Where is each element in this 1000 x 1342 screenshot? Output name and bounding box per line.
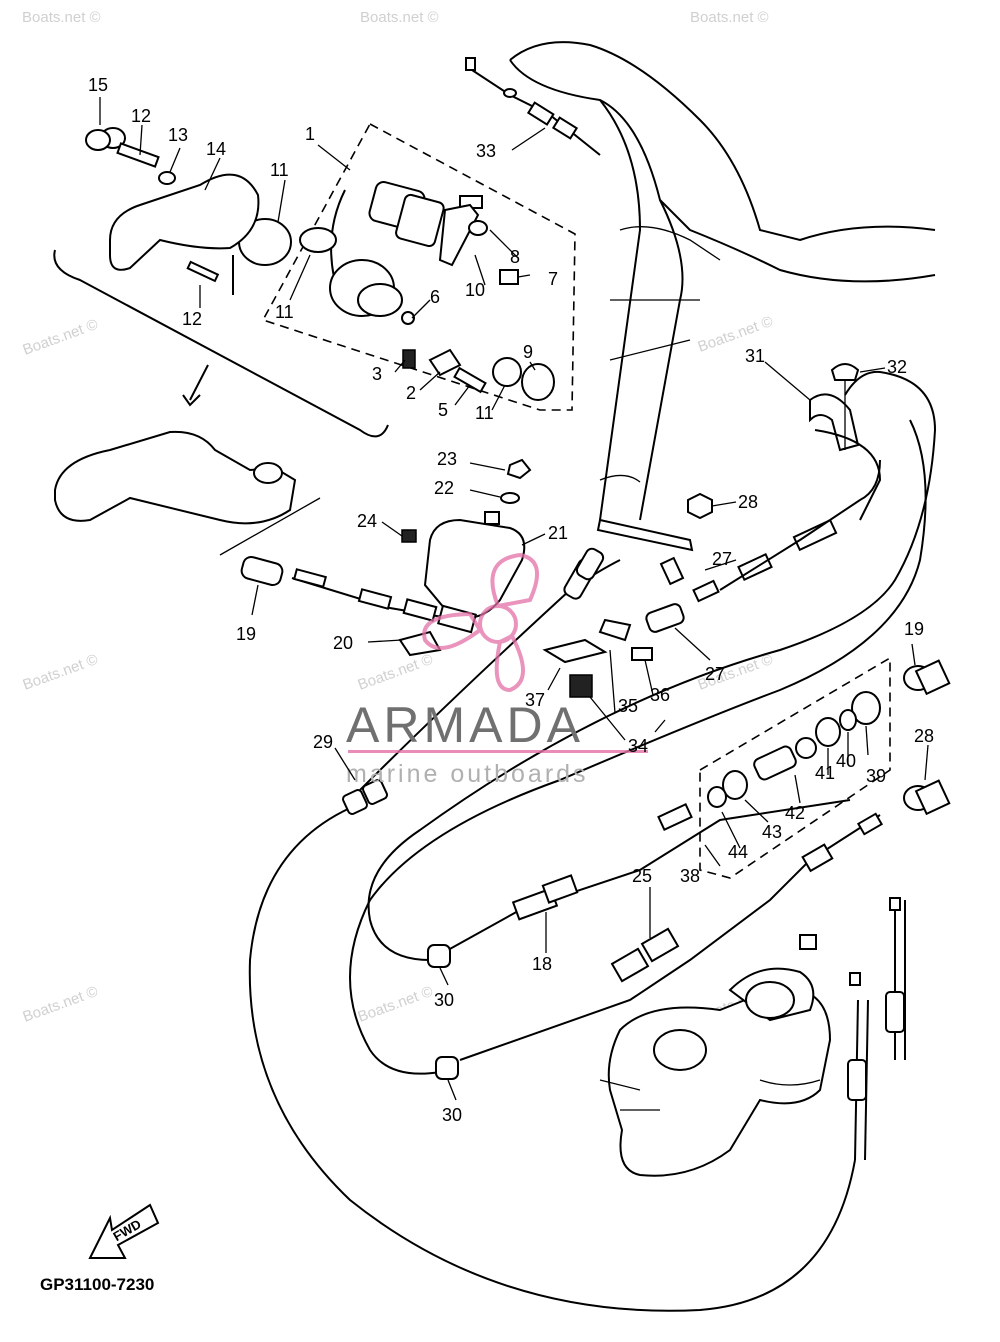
callout-28: 28 xyxy=(738,492,758,512)
callout-16: 14 xyxy=(206,139,226,159)
watermark-layer: Boats.net © Boats.net © Boats.net © Boat… xyxy=(21,9,776,1026)
callout-10: 10 xyxy=(465,280,485,300)
callout-35: 35 xyxy=(618,696,638,716)
callout-32: 32 xyxy=(887,357,907,377)
callout-30-lower: 30 xyxy=(442,1105,462,1125)
bracket-parts xyxy=(542,618,653,698)
throttle-body-21 xyxy=(240,458,532,657)
callout-11-lower: 11 xyxy=(475,403,494,423)
callout-15: 13 xyxy=(168,125,188,145)
fwd-arrow-icon: FWD xyxy=(88,1203,160,1259)
callout-19-right: 19 xyxy=(904,619,924,639)
callout-30-upper: 30 xyxy=(434,990,454,1010)
watermark: Boats.net © xyxy=(22,9,101,26)
logo-underline xyxy=(348,750,648,753)
watermark: Boats.net © xyxy=(356,651,436,694)
cable-clamp-31 xyxy=(809,363,882,521)
callout-36: 36 xyxy=(650,685,670,705)
callout-44: 44 xyxy=(728,842,748,862)
armada-logo: ARMADA marine outboards xyxy=(346,552,648,788)
carburetor-assembly xyxy=(599,897,905,1177)
watermark: Boats.net © xyxy=(21,316,101,359)
throttle-lever-16 xyxy=(53,129,389,438)
callout-26: 27 xyxy=(712,549,732,569)
callout-18: 18 xyxy=(532,954,552,974)
logo-brand-text: ARMADA xyxy=(346,697,584,753)
callout-19-left: 19 xyxy=(236,624,256,644)
callout-39: 39 xyxy=(866,766,886,786)
callout-5: 5 xyxy=(438,400,448,420)
throttle-cable-33 xyxy=(465,57,601,156)
callout-31: 31 xyxy=(745,346,765,366)
callout-33: 33 xyxy=(476,141,496,161)
watermark: Boats.net © xyxy=(21,983,101,1026)
logo-tagline-text: marine outboards xyxy=(346,760,589,788)
callout-20: 20 xyxy=(333,633,353,653)
lever-side-view xyxy=(54,430,321,556)
diagram-code: GP31100-7230 xyxy=(40,1275,154,1294)
adjuster-assembly-38 xyxy=(699,656,951,879)
callout-labels: 15 12 13 14 1 11 8 7 10 11 12 6 9 3 2 5 … xyxy=(88,75,934,1125)
callout-34: 34 xyxy=(628,736,648,756)
callout-17: 15 xyxy=(88,75,108,95)
cable-fittings xyxy=(342,459,884,1080)
callout-38: 38 xyxy=(680,866,700,886)
callout-22: 22 xyxy=(434,478,454,498)
watermark: Boats.net © xyxy=(356,983,436,1026)
throttle-housing-assembly xyxy=(100,123,576,411)
callout-21: 21 xyxy=(548,523,568,543)
watermark: Boats.net © xyxy=(360,9,439,26)
callout-27-right: 28 xyxy=(914,726,934,746)
handlebar-assembly xyxy=(509,41,936,552)
callout-23: 23 xyxy=(437,449,457,469)
callout-29: 29 xyxy=(313,732,333,752)
callout-1: 1 xyxy=(305,124,315,144)
callout-2: 2 xyxy=(406,383,416,403)
watermark: Boats.net © xyxy=(21,651,101,694)
callout-13: 12 xyxy=(182,309,202,329)
callout-11-upper: 11 xyxy=(275,302,294,322)
callout-3: 3 xyxy=(372,364,382,384)
callout-37: 37 xyxy=(525,690,545,710)
callout-43: 43 xyxy=(762,822,782,842)
propeller-logo-icon xyxy=(422,552,540,693)
callout-24: 24 xyxy=(357,511,377,531)
callout-14: 12 xyxy=(131,106,151,126)
callout-7: 7 xyxy=(548,269,558,289)
cable-loops xyxy=(248,370,937,1312)
callout-12: 11 xyxy=(270,160,289,180)
callout-25: 25 xyxy=(632,866,652,886)
callout-6: 6 xyxy=(430,287,440,307)
watermark: Boats.net © xyxy=(690,9,769,26)
callout-42: 42 xyxy=(785,803,805,823)
leader-lines xyxy=(99,97,929,1101)
callout-9: 9 xyxy=(523,342,533,362)
callout-41: 41 xyxy=(815,763,835,783)
callout-40: 40 xyxy=(836,751,856,771)
callout-27-mid: 27 xyxy=(705,664,725,684)
callout-8: 8 xyxy=(510,247,520,267)
